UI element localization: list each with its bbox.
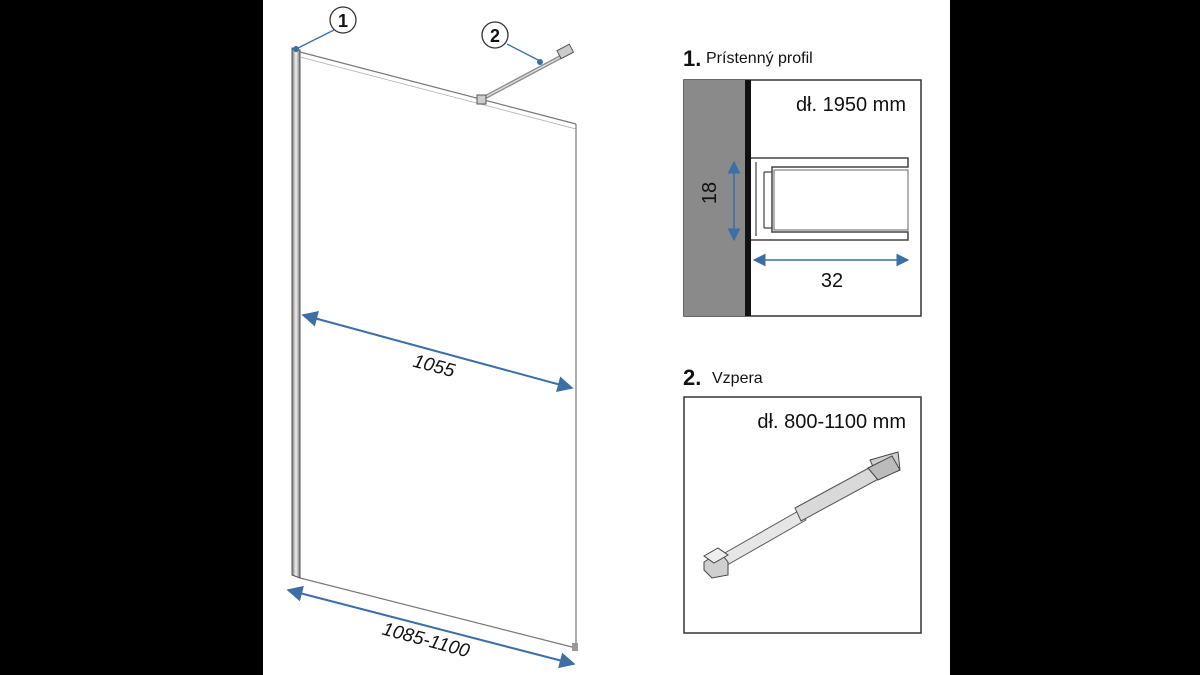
- detail-1-width-dim: 32: [821, 270, 843, 292]
- detail-2-number: 2.: [683, 365, 701, 390]
- callout-2-label: 2: [490, 26, 500, 46]
- callout-1: 1: [293, 6, 357, 52]
- detail-1-box: dł. 1950 mm 18 32: [683, 79, 922, 317]
- detail-1-title: Prístenný profil: [706, 50, 813, 67]
- callout-2: 2: [481, 21, 543, 65]
- detail-1-length: dł. 1950 mm: [796, 94, 906, 116]
- support-bar-drawing: [476, 43, 575, 105]
- detail-2-box: dł. 800-1100 mm: [683, 396, 922, 634]
- total-width-dimension: 1085-1100: [286, 585, 576, 669]
- technical-drawing: 1 2 1055 1085-1100 1. Prístenný profil d…: [286, 6, 922, 669]
- drawing-canvas: 1 2 1055 1085-1100 1. Prístenný profil d…: [263, 0, 950, 675]
- panel-width-dimension: 1055: [301, 311, 574, 392]
- wall-profile-strip: [291, 47, 301, 579]
- detail-1-number: 1.: [683, 46, 701, 71]
- callout-1-label: 1: [338, 11, 348, 31]
- detail-2-title: Vzpera: [712, 370, 763, 387]
- detail-2-length: dł. 800-1100 mm: [757, 411, 906, 433]
- detail-1-height-dim: 18: [699, 182, 721, 204]
